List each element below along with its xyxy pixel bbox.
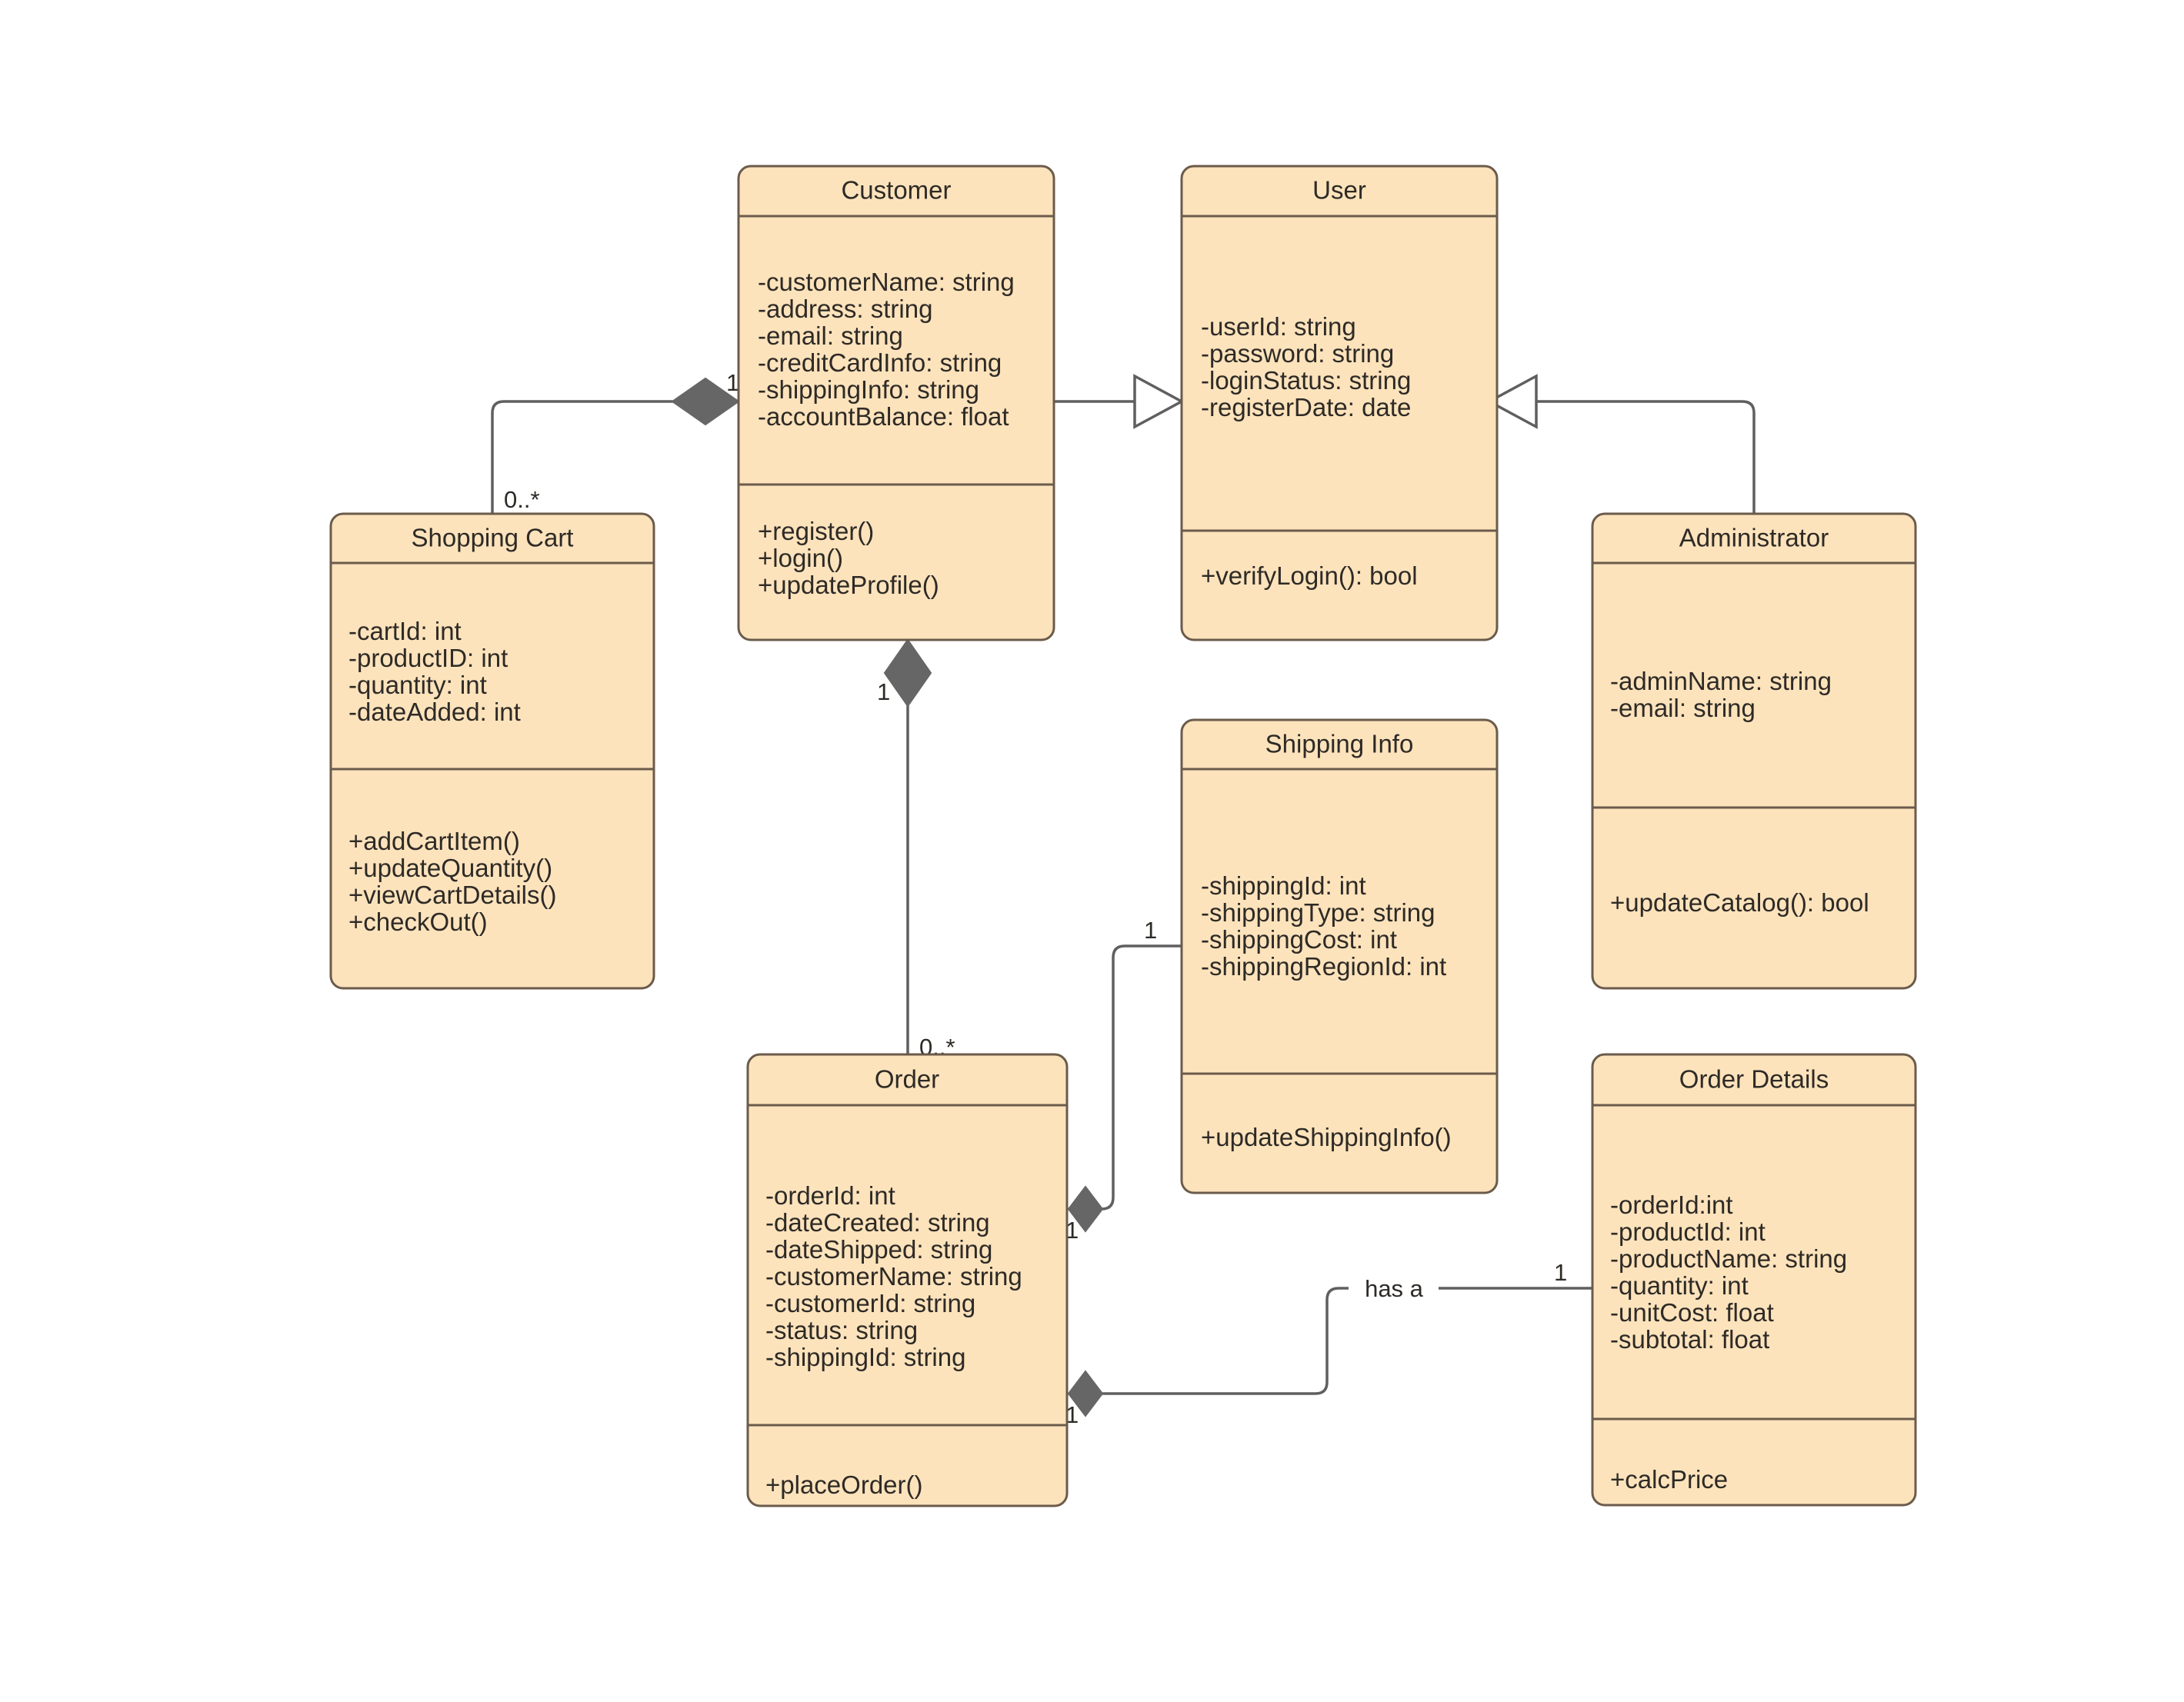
multiplicity-customer-cart-source: 1: [726, 369, 739, 396]
class-method: +addCartItem(): [348, 827, 520, 855]
multiplicity-order-details-source: 1: [1065, 1401, 1079, 1428]
class-method: +placeOrder(): [765, 1471, 923, 1499]
composition-diamond-customer-order: [883, 638, 932, 708]
class-frame-customer: [737, 165, 1055, 641]
class-method: +viewCartDetails(): [348, 881, 556, 909]
class-attribute: -subtotal: float: [1610, 1325, 1769, 1354]
edge-path-order-shipping-info: [1101, 944, 1182, 1211]
class-attribute: -accountBalance: float: [758, 402, 1009, 431]
multiplicity-order-details-target: 1: [1554, 1259, 1567, 1286]
edge-label-backdrop: [1349, 1271, 1439, 1306]
edge-label-has-a: has a: [1365, 1275, 1424, 1302]
class-title-shipping-info: Shipping Info: [1265, 730, 1414, 758]
class-attribute: -shippingInfo: string: [758, 375, 979, 404]
class-box-order[interactable]: Order -orderId: int -dateCreated: string…: [746, 1053, 1069, 1507]
class-frame-order-details: [1591, 1053, 1917, 1507]
class-frame-user: [1180, 165, 1499, 641]
multiplicity-order-shipping-source: 1: [1065, 1217, 1079, 1244]
class-box-shopping-cart[interactable]: Shopping Cart -cartId: int -productID: i…: [329, 512, 655, 990]
class-attribute: -registerDate: date: [1201, 393, 1411, 421]
class-attribute: -orderId:int: [1610, 1191, 1733, 1219]
class-title-order-details: Order Details: [1679, 1065, 1829, 1094]
class-attribute: -shippingId: string: [765, 1343, 965, 1371]
relationship-order-order-details[interactable]: has a: [1067, 1271, 1592, 1417]
class-method: +updateQuantity(): [348, 854, 552, 882]
class-frame-order: [746, 1053, 1069, 1507]
class-frame-administrator: [1591, 512, 1917, 990]
class-attribute: -userId: string: [1201, 312, 1356, 341]
class-attribute: -shippingCost: int: [1201, 925, 1397, 954]
class-method: +calcPrice: [1610, 1465, 1728, 1494]
class-title-shopping-cart: Shopping Cart: [412, 524, 574, 552]
class-attribute: -shippingRegionId: int: [1201, 952, 1446, 981]
class-title-order: Order: [875, 1065, 939, 1094]
composition-diamond-customer-cart: [671, 377, 740, 426]
class-attribute: -password: string: [1201, 339, 1394, 368]
class-attribute: -productName: string: [1610, 1244, 1847, 1273]
class-box-user[interactable]: User -userId: string -password: string -…: [1180, 165, 1499, 641]
class-title-user: User: [1312, 176, 1366, 205]
edge-path-administrator-user: [1519, 400, 1756, 514]
relationship-customer-order[interactable]: [883, 638, 932, 1054]
class-attribute: -email: string: [758, 321, 903, 350]
multiplicity-order-shipping-target: 1: [1144, 917, 1157, 944]
class-method: +updateShippingInfo(): [1201, 1123, 1452, 1151]
edge-path-order-order-details: [1102, 1287, 1592, 1395]
class-attribute: -dateShipped: string: [765, 1235, 992, 1264]
class-box-customer[interactable]: Customer -customerName: string -address:…: [737, 165, 1055, 641]
class-method: +login(): [758, 544, 843, 572]
class-method: +updateCatalog(): bool: [1610, 888, 1869, 917]
class-attribute: -email: string: [1610, 694, 1756, 722]
class-attribute: -quantity: int: [1610, 1271, 1749, 1300]
class-method: +verifyLogin(): bool: [1201, 561, 1418, 590]
class-attribute: -productID: int: [348, 644, 508, 672]
class-box-shipping-info[interactable]: Shipping Info -shippingId: int -shipping…: [1180, 718, 1499, 1194]
class-title-customer: Customer: [841, 176, 951, 205]
class-box-administrator[interactable]: Administrator -adminName: string -email:…: [1591, 512, 1917, 990]
composition-diamond-order-details: [1067, 1370, 1104, 1417]
class-attribute: -creditCardInfo: string: [758, 348, 1002, 377]
class-attribute: -status: string: [765, 1316, 918, 1344]
class-attribute: -dateAdded: int: [348, 698, 521, 726]
class-attribute: -productId: int: [1610, 1217, 1766, 1246]
class-attribute: -customerName: string: [758, 268, 1015, 296]
class-attribute: -address: string: [758, 295, 932, 323]
multiplicity-customer-cart-target: 0..*: [504, 486, 540, 513]
generalization-arrow-customer-user: [1133, 374, 1185, 429]
class-attribute: -orderId: int: [765, 1181, 895, 1210]
class-attribute: -cartId: int: [348, 617, 462, 645]
class-attribute: -shippingId: int: [1201, 871, 1366, 900]
composition-diamond-order-shipping: [1067, 1185, 1104, 1233]
class-attribute: -loginStatus: string: [1201, 366, 1411, 395]
class-title-administrator: Administrator: [1679, 524, 1829, 552]
class-attribute: -quantity: int: [348, 671, 487, 699]
generalization-arrow-administrator-user: [1486, 374, 1538, 429]
class-method: +checkOut(): [348, 908, 488, 936]
edge-path-customer-shopping-cart: [491, 400, 739, 514]
relationship-administrator-user[interactable]: [1486, 374, 1756, 514]
class-attribute: -shippingType: string: [1201, 898, 1435, 927]
class-attribute: -adminName: string: [1610, 667, 1832, 695]
multiplicity-labels-layer: 1 0..* 1 0..* 1 1 1 1: [504, 369, 1567, 1428]
class-attribute: -customerId: string: [765, 1289, 975, 1317]
class-method: +register(): [758, 517, 874, 545]
relationship-order-shipping-info[interactable]: [1067, 944, 1182, 1233]
relationship-customer-user[interactable]: [1054, 374, 1185, 429]
class-attribute: -dateCreated: string: [765, 1208, 990, 1237]
connectors-layer: has a: [491, 374, 1756, 1417]
class-attribute: -customerName: string: [765, 1262, 1022, 1291]
multiplicity-customer-order-source: 1: [877, 678, 890, 705]
relationship-customer-shopping-cart[interactable]: [491, 377, 740, 514]
class-box-order-details[interactable]: Order Details -orderId:int -productId: i…: [1591, 1053, 1917, 1507]
class-method: +updateProfile(): [758, 571, 939, 599]
class-frame-shopping-cart: [329, 512, 655, 990]
class-attribute: -unitCost: float: [1610, 1298, 1774, 1327]
